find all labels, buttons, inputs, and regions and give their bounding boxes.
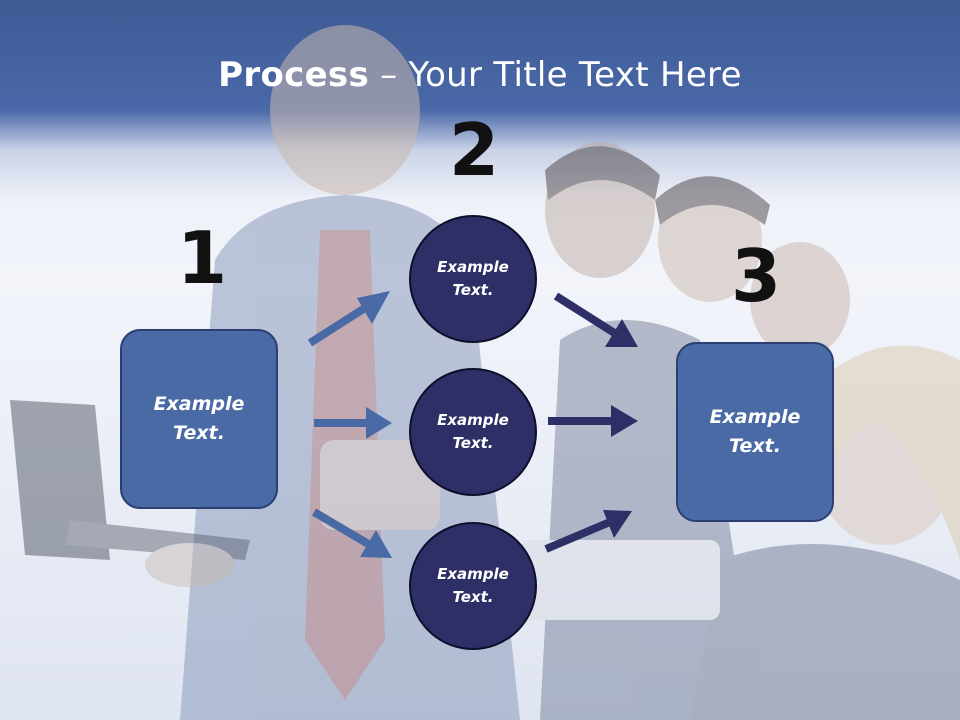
arrow-head-to-circle-3 xyxy=(360,530,392,558)
right-arrows xyxy=(544,292,638,553)
slide-title: Process – Your Title Text Here xyxy=(0,40,960,110)
circle-middle: Example Text. xyxy=(409,368,537,496)
step-1-box: Example Text. xyxy=(120,329,278,509)
step-3-text: Example Text. xyxy=(709,406,801,457)
circle-middle-text: Example Text. xyxy=(437,411,509,452)
left-arrows xyxy=(307,291,392,558)
circle-bottom: Example Text. xyxy=(409,522,537,650)
arrow-head-to-circle-2 xyxy=(366,407,392,439)
arrow-from-circle-1 xyxy=(553,292,619,338)
step-number-2: 2 xyxy=(449,108,500,192)
arrow-from-circle-3 xyxy=(544,518,612,553)
step-number-3: 3 xyxy=(731,234,782,318)
step-number-1: 1 xyxy=(177,216,228,300)
arrow-head-from-circle-2 xyxy=(611,405,638,437)
circle-top: Example Text. xyxy=(409,215,537,343)
arrow-to-circle-3 xyxy=(311,508,373,549)
step-1-text: Example Text. xyxy=(153,393,245,444)
title-rest: – Your Title Text Here xyxy=(380,55,742,95)
arrow-head-from-circle-1 xyxy=(605,319,638,347)
circle-top-text: Example Text. xyxy=(437,258,509,299)
circle-bottom-text: Example Text. xyxy=(437,565,509,606)
arrow-head-from-circle-3 xyxy=(603,510,632,538)
title-bar: Process – Your Title Text Here xyxy=(0,40,960,110)
step-3-box: Example Text. xyxy=(676,342,834,522)
arrow-head-to-circle-1 xyxy=(357,291,390,324)
title-bold: Process xyxy=(218,55,370,95)
arrow-to-circle-1 xyxy=(307,302,371,347)
